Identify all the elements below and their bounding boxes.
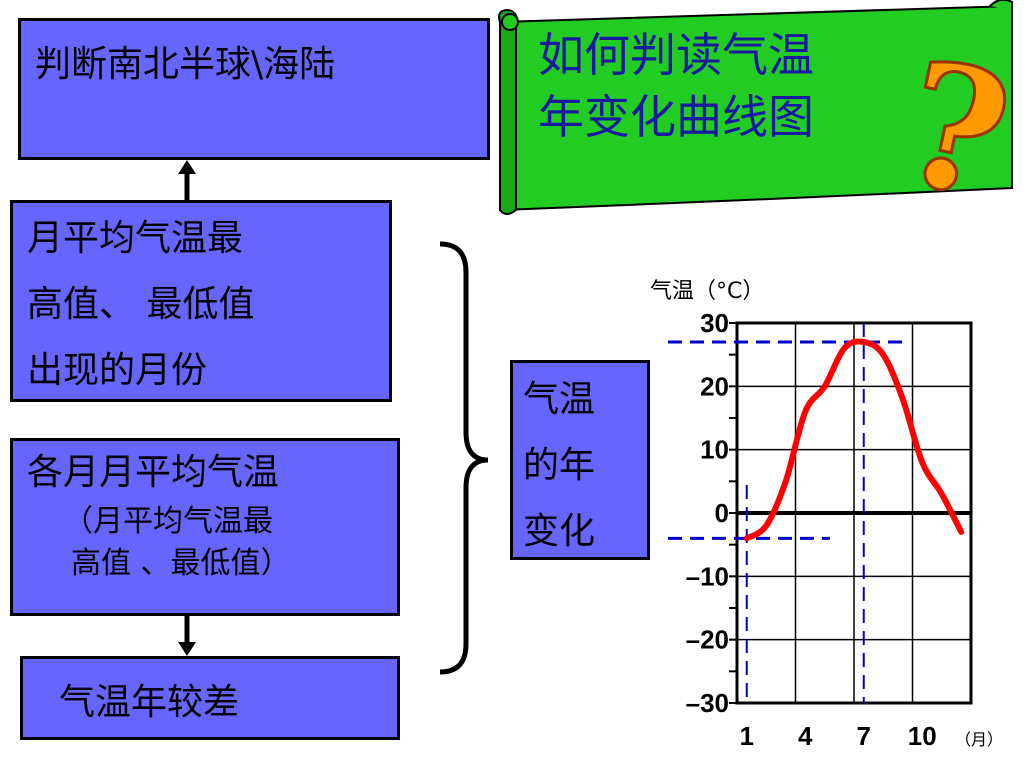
x-tick-label: 1 xyxy=(740,721,754,751)
y-axis-title: 气温（°C） xyxy=(650,279,764,304)
title-line-2: 年变化曲线图 xyxy=(538,90,814,144)
temperature-chart: 30 20 10 0 –10 –20 –30 1 4 7 10 气温（°C） （月） xyxy=(650,279,1003,751)
y-tick-label: 20 xyxy=(700,371,729,401)
y-tick-label: 0 xyxy=(715,498,729,528)
chart-grid xyxy=(737,323,971,703)
y-tick-label: –20 xyxy=(686,625,729,655)
extremes-line-2: 高值、 最低值 xyxy=(27,284,255,325)
x-axis-unit: （月） xyxy=(955,730,1003,749)
reference-lines xyxy=(668,323,905,703)
y-axis-ticks xyxy=(729,322,737,704)
y-tick-label: –10 xyxy=(686,561,729,591)
temperature-curve xyxy=(743,338,965,542)
y-tick-label: 30 xyxy=(700,308,729,338)
y-tick-label: 10 xyxy=(700,435,729,465)
annual-change-line-1: 气温 xyxy=(523,379,596,420)
x-tick-label: 4 xyxy=(798,721,813,751)
extremes-line-1: 月平均气温最 xyxy=(27,218,244,259)
annual-range-box: 气温年较差 xyxy=(20,656,400,740)
hemisphere-label: 判断南北半球\海陆 xyxy=(35,44,336,85)
scroll-title: 如何判读气温 年变化曲线图 xyxy=(538,24,814,148)
monthly-line-1: 各月月平均气温 xyxy=(27,452,280,493)
curly-brace xyxy=(439,241,489,675)
arrow-up-to-hemisphere xyxy=(178,160,196,200)
y-tick-labels: 30 20 10 0 –10 –20 –30 xyxy=(686,308,729,718)
monthly-line-2: （月平均气温最 xyxy=(63,504,273,539)
annual-change-line-3: 变化 xyxy=(523,511,596,552)
monthly-line-3: 高值 、最低值） xyxy=(71,546,291,581)
extreme-months-box: 月平均气温最 高值、 最低值 出现的月份 xyxy=(10,200,392,402)
x-tick-labels: 1 4 7 10 xyxy=(740,721,937,751)
x-tick-label: 7 xyxy=(857,721,871,751)
hemisphere-land-sea-box: 判断南北半球\海陆 xyxy=(18,18,490,160)
extremes-line-3: 出现的月份 xyxy=(27,350,208,391)
x-tick-label: 10 xyxy=(908,721,937,751)
title-line-1: 如何判读气温 xyxy=(538,28,814,82)
annual-range-label: 气温年较差 xyxy=(59,682,240,723)
annual-change-box: 气温 的年 变化 xyxy=(510,360,650,560)
annual-change-line-2: 的年 xyxy=(523,445,596,486)
y-tick-label: –30 xyxy=(686,688,729,718)
monthly-average-box: 各月月平均气温 （月平均气温最 高值 、最低值） xyxy=(10,438,400,616)
arrow-down-to-range xyxy=(178,616,196,656)
scroll-banner xyxy=(498,0,1013,215)
